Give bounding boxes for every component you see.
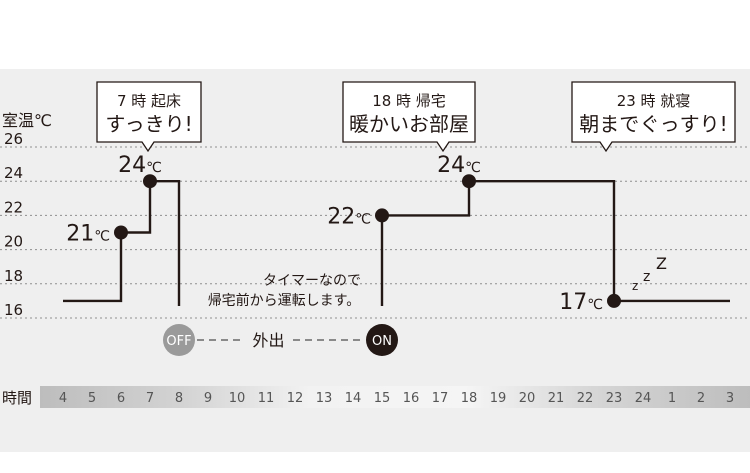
y-tick-label: 18	[4, 267, 23, 285]
x-tick-label: 13	[316, 391, 333, 406]
temperature-point	[462, 174, 476, 189]
x-tick-label: 19	[490, 391, 507, 406]
x-axis-label: 時間	[2, 389, 32, 407]
temperature-point	[375, 208, 389, 223]
y-tick-label: 26	[4, 130, 23, 148]
x-tick-label: 8	[175, 391, 183, 406]
callout-time: 18 時 帰宅	[372, 92, 446, 110]
callout-box	[342, 81, 476, 153]
temperature-label: 22℃	[327, 204, 371, 229]
x-tick-label: 11	[258, 391, 275, 406]
x-tick-label: 5	[88, 391, 96, 406]
sleep-mark: z	[632, 279, 638, 293]
temperature-label: 17℃	[559, 290, 603, 315]
callout-box	[96, 81, 202, 153]
off-badge-label: OFF	[166, 334, 191, 349]
y-tick-label: 16	[4, 301, 23, 319]
x-tick-label: 12	[287, 391, 304, 406]
temperature-line	[63, 179, 181, 307]
x-tick-label: 18	[461, 391, 478, 406]
x-tick-label: 24	[635, 391, 652, 406]
temperature-label: 21℃	[66, 222, 110, 247]
temperature-point	[143, 174, 157, 189]
y-axis-label: 室温℃	[2, 111, 52, 130]
x-tick-label: 7	[146, 391, 154, 406]
y-tick-label: 24	[4, 164, 23, 182]
x-tick-label: 20	[519, 391, 536, 406]
hour-axis-bar	[40, 386, 750, 408]
away-label: 外出	[252, 331, 284, 350]
x-tick-label: 17	[432, 391, 449, 406]
callout-message: 暖かいお部屋	[349, 112, 469, 136]
temperature-point	[114, 225, 128, 240]
temperature-label: 24℃	[437, 153, 481, 178]
timer-note-line1: タイマーなので	[263, 273, 361, 289]
x-tick-label: 23	[606, 391, 623, 406]
callout-message: すっきり!	[105, 112, 192, 136]
temperature-label: 24℃	[118, 153, 162, 178]
x-tick-label: 9	[204, 391, 212, 406]
x-tick-label: 15	[374, 391, 391, 406]
y-tick-label: 20	[4, 233, 23, 251]
callout-box	[571, 81, 736, 153]
callout-message: 朝までぐっすり!	[579, 112, 727, 136]
x-tick-label: 4	[59, 391, 67, 406]
x-tick-label: 3	[726, 391, 734, 406]
temperature-point	[607, 293, 621, 308]
sleep-mark: z	[643, 269, 650, 285]
away-label-bg	[244, 328, 293, 352]
off-badge	[163, 324, 195, 356]
x-tick-label: 10	[229, 391, 246, 406]
x-tick-label: 16	[403, 391, 420, 406]
timer-note-line2: 帰宅前から運転します。	[208, 292, 361, 309]
on-badge-label: ON	[372, 334, 392, 349]
x-tick-label: 14	[345, 391, 362, 406]
x-tick-label: 1	[668, 391, 676, 406]
callout-time: 23 時 就寝	[617, 92, 691, 110]
y-tick-label: 22	[4, 198, 23, 216]
x-tick-label: 22	[577, 391, 594, 406]
x-tick-label: 6	[117, 391, 125, 406]
x-tick-label: 21	[548, 391, 565, 406]
on-badge	[366, 324, 398, 356]
callout-time: 7 時 起床	[117, 92, 181, 110]
sleep-mark: Z	[656, 254, 667, 273]
x-tick-label: 2	[697, 391, 705, 406]
